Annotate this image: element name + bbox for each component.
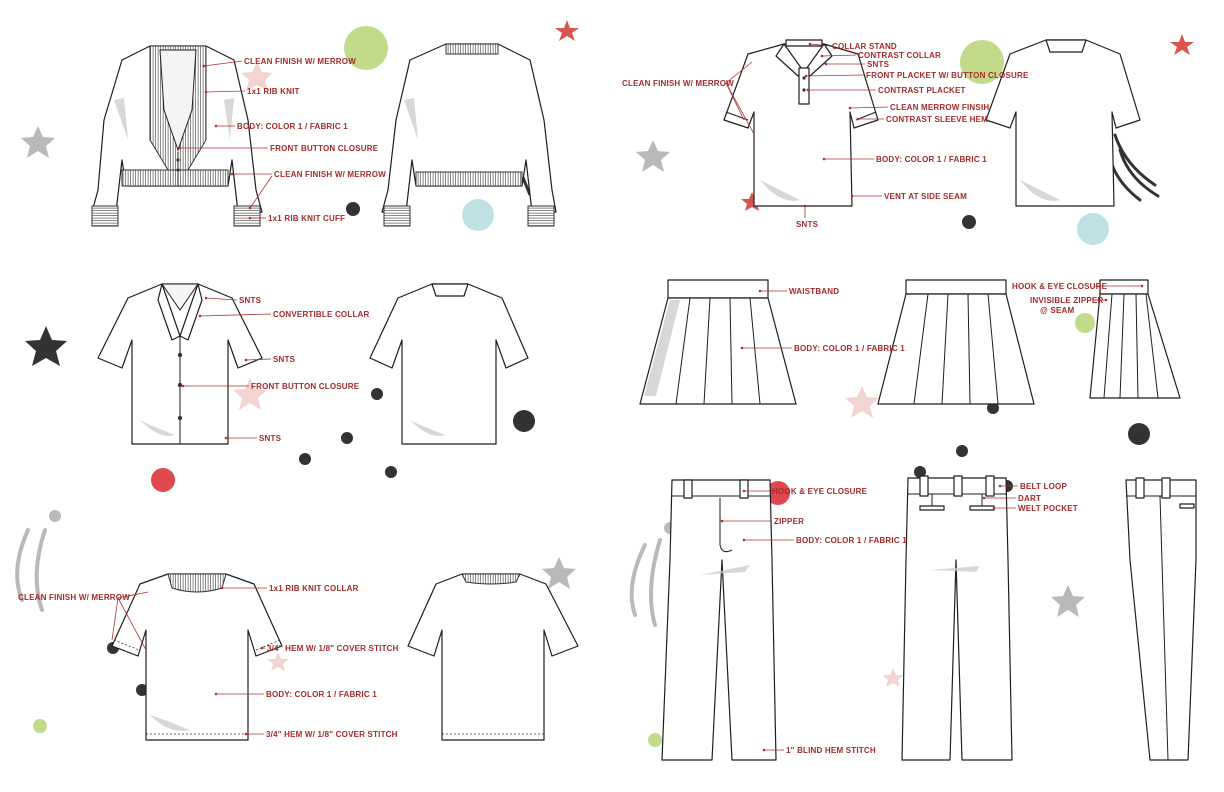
callouts: CLEAN FINISH W/ MERROW 1x1 RIB KNIT BODY… [18, 42, 1108, 755]
green-dot [648, 733, 662, 747]
camp-shirt-back-sketch [369, 283, 529, 445]
callout-merrow-finish: CLEAN MERROW FINSIH [890, 103, 989, 112]
callout-front-button-closure: FRONT BUTTON CLOSURE [251, 382, 360, 391]
star-pink [267, 652, 289, 671]
star-gray [636, 140, 670, 172]
callout-clean-finish-merrow: CLEAN FINISH W/ MERROW [244, 57, 356, 66]
tee-front-sketch [111, 573, 283, 741]
callout-invisible-zipper: INVISIBLE ZIPPER [1030, 296, 1103, 305]
star-red [1170, 34, 1194, 55]
green-dot [33, 719, 47, 733]
callout-contrast-collar: CONTRAST COLLAR [858, 51, 941, 60]
callout-dart: DART [1018, 494, 1041, 503]
dark-dot [914, 466, 926, 478]
callout-contrast-sleeve-hem: CONTRAST SLEEVE HEM [886, 115, 988, 124]
callout-body: BODY: COLOR 1 / FABRIC 1 [796, 536, 907, 545]
camp-shirt-front-sketch [97, 283, 263, 445]
callout-contrast-placket: CONTRAST PLACKET [878, 86, 966, 95]
callout-body: BODY: COLOR 1 / FABRIC 1 [794, 344, 905, 353]
callout-clean-finish-merrow: CLEAN FINISH W/ MERROW [274, 170, 386, 179]
dark-dot [371, 388, 383, 400]
gray-swoosh [649, 538, 662, 627]
star-gray [1051, 585, 1085, 617]
dark-dot [346, 202, 360, 216]
dark-dot [385, 466, 397, 478]
callout-body: BODY: COLOR 1 / FABRIC 1 [266, 690, 377, 699]
dark-dot [987, 402, 999, 414]
pants-back-sketch [901, 475, 1013, 761]
callout-convertible-collar: CONVERTIBLE COLLAR [273, 310, 370, 319]
callout-body: BODY: COLOR 1 / FABRIC 1 [237, 122, 348, 131]
callout-clean-finish-merrow: CLEAN FINISH W/ MERROW [18, 593, 130, 602]
callout-snts: SNTS [796, 220, 819, 229]
callout-front-placket: FRONT PLACKET W/ BUTTON CLOSURE [866, 71, 1029, 80]
callout-welt-pocket: WELT POCKET [1018, 504, 1078, 513]
callout-snts: SNTS [239, 296, 262, 305]
star-gray [21, 126, 55, 158]
callout-rib-knit-collar: 1x1 RIB KNIT COLLAR [269, 584, 359, 593]
callout-belt-loop: BELT LOOP [1020, 482, 1067, 491]
red-dot [151, 468, 175, 492]
callout-rib-knit-cuff: 1x1 RIB KNIT CUFF [268, 214, 345, 223]
star-gray [542, 557, 576, 589]
green-dot [960, 40, 1004, 84]
star-dark [25, 326, 67, 366]
callout-snts: SNTS [259, 434, 282, 443]
dark-dot [513, 410, 535, 432]
polo-back-sketch [985, 39, 1141, 207]
polo-front-sketch [723, 39, 879, 207]
callout-body: BODY: COLOR 1 / FABRIC 1 [876, 155, 987, 164]
star-pink [233, 378, 267, 410]
dark-dot [341, 432, 353, 444]
pants-side-sketch [1125, 477, 1197, 761]
dark-dot [1128, 423, 1150, 445]
star-pink [882, 668, 904, 687]
decorations [15, 20, 1194, 747]
skirt-side-sketch [1089, 279, 1181, 399]
blue-dot [462, 199, 494, 231]
pants-front-sketch [661, 479, 777, 761]
callout-hook-eye-closure: HOOK & EYE CLOSURE [772, 487, 868, 496]
gray-dot [49, 510, 61, 522]
callout-invisible-zipper-seam: @ SEAM [1040, 306, 1074, 315]
callout-clean-finish-merrow: CLEAN FINISH W/ MERROW [622, 79, 734, 88]
star-pink [241, 62, 273, 91]
gray-swoosh [15, 528, 30, 602]
dark-dot [299, 453, 311, 465]
callout-vent-side-seam: VENT AT SIDE SEAM [884, 192, 967, 201]
green-dot [344, 26, 388, 70]
gray-swoosh [34, 528, 47, 612]
callout-sleeve-hem: 3/4" HEM W/ 1/8" COVER STITCH [267, 644, 399, 653]
callout-snts: SNTS [867, 60, 890, 69]
callout-waistband: WAISTBAND [789, 287, 839, 296]
leader-lines [111, 42, 1144, 752]
callout-rib-knit: 1x1 RIB KNIT [247, 87, 300, 96]
callout-front-button-closure: FRONT BUTTON CLOSURE [270, 144, 379, 153]
callout-zipper: ZIPPER [774, 517, 804, 526]
tee-back-sketch [407, 573, 579, 741]
callout-collar-stand: COLLAR STAND [832, 42, 897, 51]
skirt-front-sketch [639, 279, 797, 405]
dark-dot [136, 684, 148, 696]
blue-dot [1077, 213, 1109, 245]
dark-dot [962, 215, 976, 229]
callout-hook-eye-closure: HOOK & EYE CLOSURE [1012, 282, 1108, 291]
cardigan-back-sketch [381, 43, 557, 227]
callout-snts: SNTS [273, 355, 296, 364]
dark-swoosh [1118, 148, 1160, 198]
callout-blind-hem-stitch: 1" BLIND HEM STITCH [786, 746, 876, 755]
star-red [555, 20, 579, 41]
callout-bottom-hem: 3/4" HEM W/ 1/8" COVER STITCH [266, 730, 398, 739]
dark-swoosh [1113, 133, 1157, 187]
dark-dot [956, 445, 968, 457]
skirt-back-sketch [877, 279, 1035, 405]
green-dot [1075, 313, 1095, 333]
cardigan-front-sketch [91, 45, 263, 227]
star-pink [845, 386, 879, 418]
red-dot [766, 481, 790, 505]
gray-swoosh [629, 543, 647, 617]
